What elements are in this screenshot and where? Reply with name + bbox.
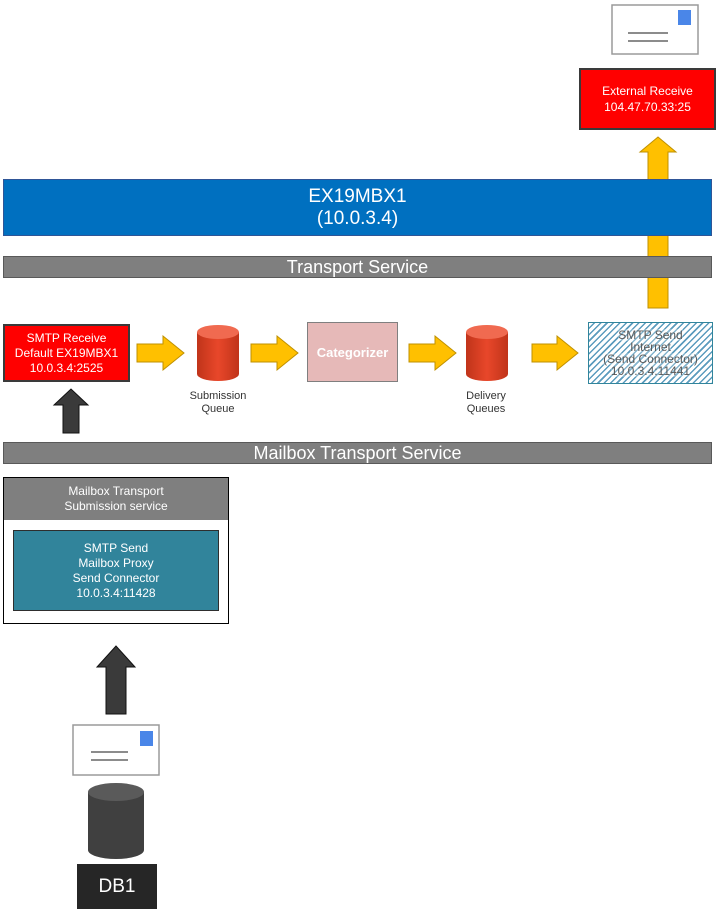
smtp-send-internet-box: SMTP Send Internet (Send Connector) 10.0… (588, 322, 713, 384)
arrow-up-icon (52, 388, 90, 434)
categorizer-box: Categorizer (307, 322, 398, 382)
queue-cylinder-icon (197, 325, 239, 381)
envelope-icon (72, 724, 160, 776)
arrow-right-icon (136, 334, 185, 372)
smtp-send-internet-address: 10.0.3.4:11441 (610, 364, 691, 378)
transport-service-label: Transport Service (286, 256, 429, 277)
smtp-send-proxy-title: SMTP Send (83, 540, 149, 555)
server-band: EX19MBX1 (10.0.3.4) (3, 179, 712, 236)
delivery-queues-line2: Queues (466, 403, 506, 415)
delivery-queues-label: Delivery Queues (446, 390, 526, 416)
mailbox-transport-service-label: Mailbox Transport Service (253, 442, 462, 463)
queue-cylinder-icon (466, 325, 508, 381)
envelope-icon (611, 4, 699, 55)
server-name: EX19MBX1 (308, 185, 407, 207)
smtp-receive-box: SMTP Receive Default EX19MBX1 10.0.3.4:2… (3, 324, 130, 382)
mailbox-transport-service-band: Mailbox Transport Service (3, 442, 712, 464)
arrow-right-icon (531, 334, 579, 372)
mailbox-submission-line1: Mailbox Transport (68, 484, 164, 498)
arrow-right-icon (250, 334, 299, 372)
smtp-send-internet-type: (Send Connector) (603, 352, 698, 366)
smtp-send-proxy-box: SMTP Send Mailbox Proxy Send Connector 1… (13, 530, 219, 611)
db1-box: DB1 (77, 864, 157, 909)
categorizer-label: Categorizer (316, 344, 389, 360)
external-receive-title: External Receive (602, 84, 693, 98)
smtp-send-internet-name: Internet (630, 340, 671, 354)
smtp-receive-connector: Default EX19MBX1 (14, 345, 119, 360)
smtp-send-proxy-address: 10.0.3.4:11428 (76, 585, 156, 600)
submission-queue-line1: Submission (189, 390, 247, 402)
smtp-send-proxy-name: Mailbox Proxy (78, 555, 154, 570)
server-ip: (10.0.3.4) (316, 207, 399, 229)
database-icon (88, 783, 144, 859)
external-receive-address: 104.47.70.33:25 (604, 100, 691, 114)
arrow-right-icon (408, 334, 457, 372)
db1-label: DB1 (98, 875, 136, 897)
delivery-queues-line1: Delivery (466, 390, 506, 402)
smtp-receive-title: SMTP Receive (26, 330, 107, 345)
smtp-send-proxy-type: Send Connector (72, 570, 160, 585)
smtp-send-internet-title: SMTP Send (618, 328, 683, 342)
smtp-receive-address: 10.0.3.4:2525 (29, 360, 104, 375)
submission-queue-label: Submission Queue (178, 390, 258, 416)
mailbox-submission-header: Mailbox Transport Submission service (4, 478, 228, 520)
submission-queue-line2: Queue (201, 403, 235, 415)
arrow-up-icon (95, 645, 137, 715)
mailbox-submission-line2: Submission service (64, 499, 168, 513)
external-receive-box: External Receive 104.47.70.33:25 (579, 68, 716, 130)
transport-service-band: Transport Service (3, 256, 712, 278)
